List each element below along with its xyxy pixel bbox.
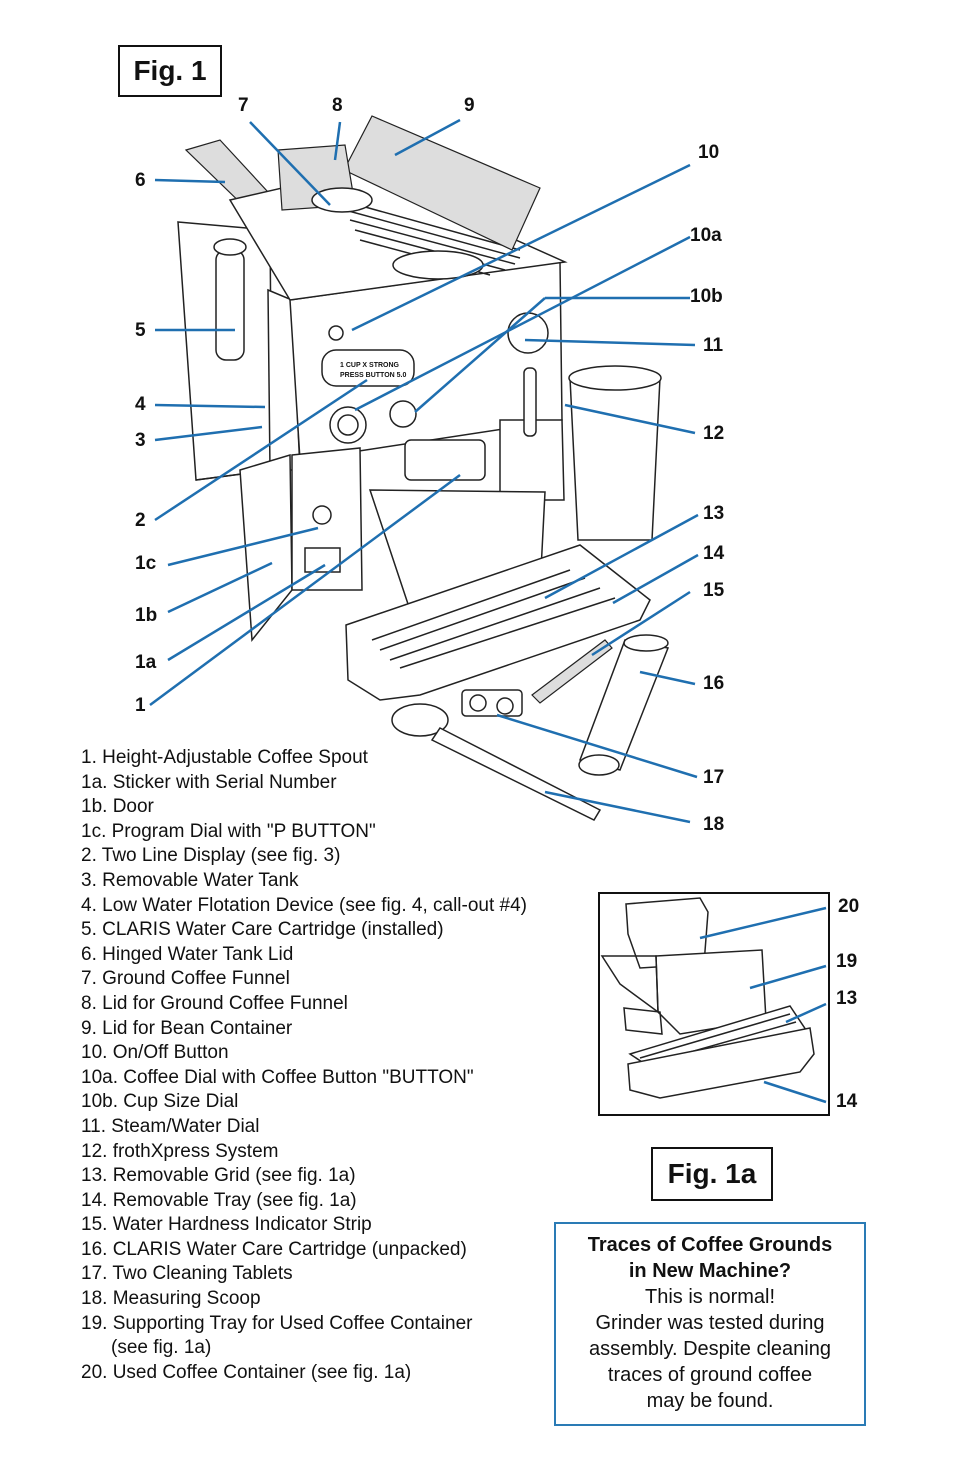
legend-item: 10b. Cup Size Dial	[81, 1091, 239, 1113]
legend-item: 10a. Coffee Dial with Coffee Button "BUT…	[81, 1066, 474, 1088]
legend-item: 7. Ground Coffee Funnel	[81, 968, 290, 990]
note-heading-line2: in New Machine?	[628, 1260, 792, 1282]
legend-item: 19. Supporting Tray for Used Coffee Cont…	[81, 1312, 473, 1334]
display-line2: PRESS BUTTON 5.0	[340, 372, 406, 379]
legend-item: 1b. Door	[81, 796, 154, 818]
callout-14: 14	[703, 543, 725, 564]
callout-5: 5	[135, 320, 146, 341]
callout-10: 10	[698, 142, 720, 163]
callout-20: 20	[838, 896, 860, 917]
callout-6: 6	[135, 170, 146, 191]
callout-15: 15	[703, 580, 725, 601]
note-box: Traces of Coffee Grounds in New Machine?…	[554, 1222, 866, 1426]
legend-item: 5. CLARIS Water Care Cartridge (installe…	[81, 919, 444, 941]
legend-item: 2. Two Line Display (see fig. 3)	[81, 845, 341, 867]
callout-17: 17	[703, 767, 725, 788]
note-line: may be found.	[646, 1390, 774, 1412]
fig1-title: Fig. 1	[118, 45, 222, 97]
legend-item: 11. Steam/Water Dial	[81, 1115, 260, 1137]
legend-item: 8. Lid for Ground Coffee Funnel	[81, 992, 348, 1014]
legend-item: 4. Low Water Flotation Device (see fig. …	[81, 894, 527, 916]
callout-18: 18	[703, 814, 725, 835]
legend-item: 20. Used Coffee Container (see fig. 1a)	[81, 1361, 412, 1383]
note-line: Grinder was tested during	[595, 1312, 825, 1334]
callout-2: 2	[135, 510, 146, 531]
legend-item: 1a. Sticker with Serial Number	[81, 771, 337, 793]
legend-item: 1c. Program Dial with "P BUTTON"	[81, 820, 376, 842]
callout-4: 4	[135, 394, 146, 415]
callout-10a: 10a	[690, 225, 722, 246]
legend-item: 14. Removable Tray (see fig. 1a)	[81, 1189, 357, 1211]
callout-7: 7	[238, 95, 249, 116]
callout-1: 1	[135, 695, 146, 716]
callout-19: 19	[836, 951, 858, 972]
legend-item: 3. Removable Water Tank	[81, 869, 299, 891]
callout-16: 16	[703, 673, 725, 694]
note-line: This is normal!	[644, 1286, 776, 1308]
fig1a-illustration	[598, 892, 830, 1116]
legend-item: 17. Two Cleaning Tablets	[81, 1263, 293, 1285]
callout-8: 8	[332, 95, 343, 116]
callout-11: 11	[703, 335, 724, 356]
legend-item: 13. Removable Grid (see fig. 1a)	[81, 1165, 356, 1187]
legend-item: 16. CLARIS Water Care Cartridge (unpacke…	[81, 1238, 467, 1260]
note-line: traces of ground coffee	[607, 1364, 813, 1386]
legend-item: 1. Height-Adjustable Coffee Spout	[81, 747, 368, 768]
parts-legend: 1. Height-Adjustable Coffee Spout 1a. St…	[81, 746, 527, 1385]
callout-1c: 1c	[135, 553, 157, 574]
callout-12: 12	[703, 423, 725, 444]
legend-item: 12. frothXpress System	[81, 1140, 279, 1162]
callout-3: 3	[135, 430, 146, 451]
display-line1: 1 CUP X STRONG	[340, 362, 400, 369]
callout-10b: 10b	[690, 286, 723, 307]
legend-item: 18. Measuring Scoop	[81, 1288, 261, 1310]
legend-item: 15. Water Hardness Indicator Strip	[81, 1214, 372, 1236]
note-heading-line1: Traces of Coffee Grounds	[587, 1234, 833, 1256]
callout-13: 13	[703, 503, 725, 524]
legend-item: 9. Lid for Bean Container	[81, 1017, 293, 1039]
callout-13-fig1a: 13	[836, 988, 858, 1009]
note-line: assembly. Despite cleaning	[589, 1338, 831, 1360]
legend-item: (see fig. 1a)	[111, 1337, 212, 1359]
legend-item: 6. Hinged Water Tank Lid	[81, 943, 294, 965]
callout-9: 9	[464, 95, 475, 116]
legend-item: 10. On/Off Button	[81, 1042, 229, 1064]
callout-1a: 1a	[135, 652, 157, 673]
fig1a-title: Fig. 1a	[651, 1147, 773, 1201]
callout-14-fig1a: 14	[836, 1091, 858, 1112]
callout-1b: 1b	[135, 605, 158, 626]
